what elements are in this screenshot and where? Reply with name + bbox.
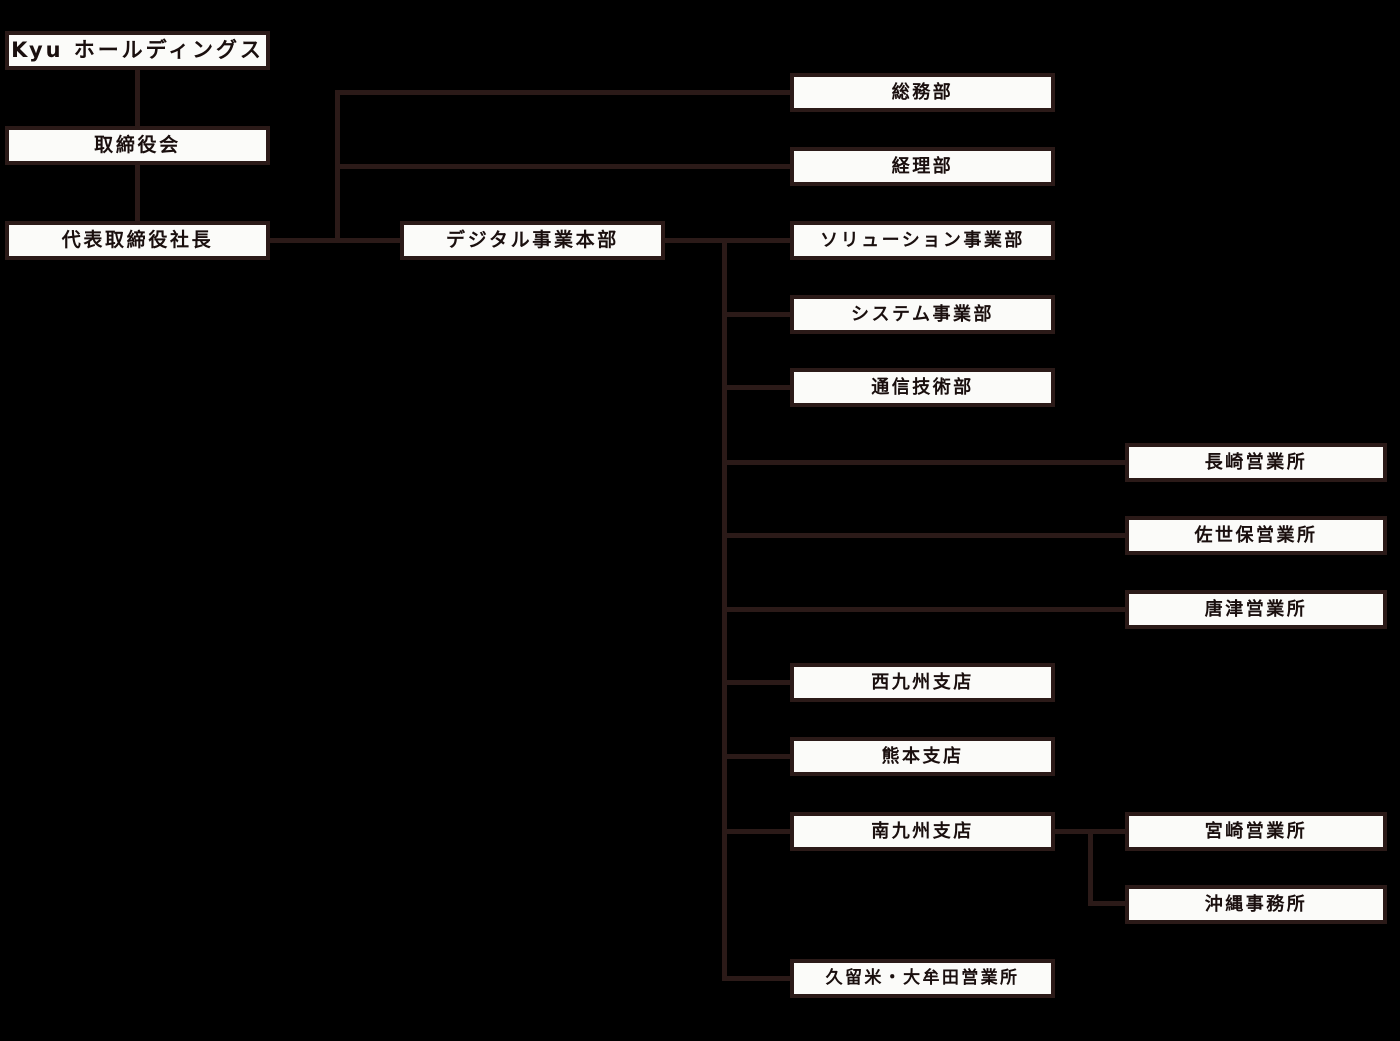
node-nagasaki-office[interactable]: 長崎営業所 — [1125, 443, 1387, 482]
node-telecom-tech[interactable]: 通信技術部 — [790, 368, 1055, 407]
node-nagasaki-office-label: 長崎営業所 — [1204, 451, 1308, 473]
node-nishi-kyushu-branch[interactable]: 西九州支店 — [790, 663, 1055, 702]
node-general-affairs[interactable]: 総務部 — [790, 73, 1055, 112]
connector-riser-okinawa — [1088, 901, 1129, 906]
node-kurume-omuta-office-label: 久留米・大牟田営業所 — [825, 968, 1020, 988]
connector-trunk-nishikyushu — [722, 680, 794, 685]
node-accounting-label: 経理部 — [891, 155, 954, 177]
node-president-label: 代表取締役社長 — [61, 229, 214, 251]
connector-trunk-nagasaki — [722, 460, 1129, 465]
node-solution-division-label: ソリューション事業部 — [820, 229, 1025, 251]
connector-trunk-system — [722, 312, 794, 317]
node-solution-division[interactable]: ソリューション事業部 — [790, 221, 1055, 260]
node-nishi-kyushu-branch-label: 西九州支店 — [871, 671, 974, 693]
node-sasebo-office[interactable]: 佐世保営業所 — [1125, 516, 1387, 555]
connector-riser-miyazaki — [1088, 829, 1129, 834]
node-sasebo-office-label: 佐世保営業所 — [1194, 524, 1318, 546]
node-system-division[interactable]: システム事業部 — [790, 295, 1055, 334]
node-karatsu-office-label: 唐津営業所 — [1204, 598, 1308, 620]
connector-riser-keiri — [335, 164, 794, 169]
connector-minamikyushu-stub — [1051, 829, 1093, 834]
node-board-label: 取締役会 — [94, 134, 181, 156]
connector-trunk-karatsu — [722, 607, 1129, 612]
node-digital-division-label: デジタル事業本部 — [446, 229, 619, 251]
connector-holdings-board — [135, 66, 140, 130]
connector-trunk-kurume — [722, 976, 794, 981]
connector-trunk-sasebo — [722, 533, 1129, 538]
node-accounting[interactable]: 経理部 — [790, 147, 1055, 186]
connector-trunk-minamikyushu — [722, 829, 794, 834]
node-karatsu-office[interactable]: 唐津営業所 — [1125, 590, 1387, 629]
node-kumamoto-branch-label: 熊本支店 — [881, 745, 964, 767]
connector-board-president — [135, 161, 140, 225]
node-kurume-omuta-office[interactable]: 久留米・大牟田営業所 — [790, 959, 1055, 998]
node-board[interactable]: 取締役会 — [5, 126, 270, 165]
node-president[interactable]: 代表取締役社長 — [5, 221, 270, 260]
node-miyazaki-office[interactable]: 宮崎営業所 — [1125, 812, 1387, 851]
node-okinawa-office[interactable]: 沖縄事務所 — [1125, 885, 1387, 924]
node-general-affairs-label: 総務部 — [891, 81, 954, 103]
node-minami-kyushu-branch[interactable]: 南九州支店 — [790, 812, 1055, 851]
node-system-division-label: システム事業部 — [850, 303, 995, 325]
connector-trunk-tsushin — [722, 385, 794, 390]
node-minami-kyushu-branch-label: 南九州支店 — [871, 820, 974, 842]
node-telecom-tech-label: 通信技術部 — [871, 376, 974, 398]
connector-riser-somu — [335, 90, 794, 95]
node-okinawa-office-label: 沖縄事務所 — [1204, 893, 1308, 915]
connector-trunk-kumamoto — [722, 754, 794, 759]
node-holdings[interactable]: Kyu ホールディングス — [5, 31, 270, 70]
connector-minamikyushu-riser — [1088, 829, 1093, 906]
connector-digital-solution — [661, 238, 794, 243]
node-digital-division[interactable]: デジタル事業本部 — [400, 221, 665, 260]
node-miyazaki-office-label: 宮崎営業所 — [1204, 820, 1308, 842]
node-holdings-label: Kyu ホールディングス — [11, 38, 264, 62]
node-kumamoto-branch[interactable]: 熊本支店 — [790, 737, 1055, 776]
